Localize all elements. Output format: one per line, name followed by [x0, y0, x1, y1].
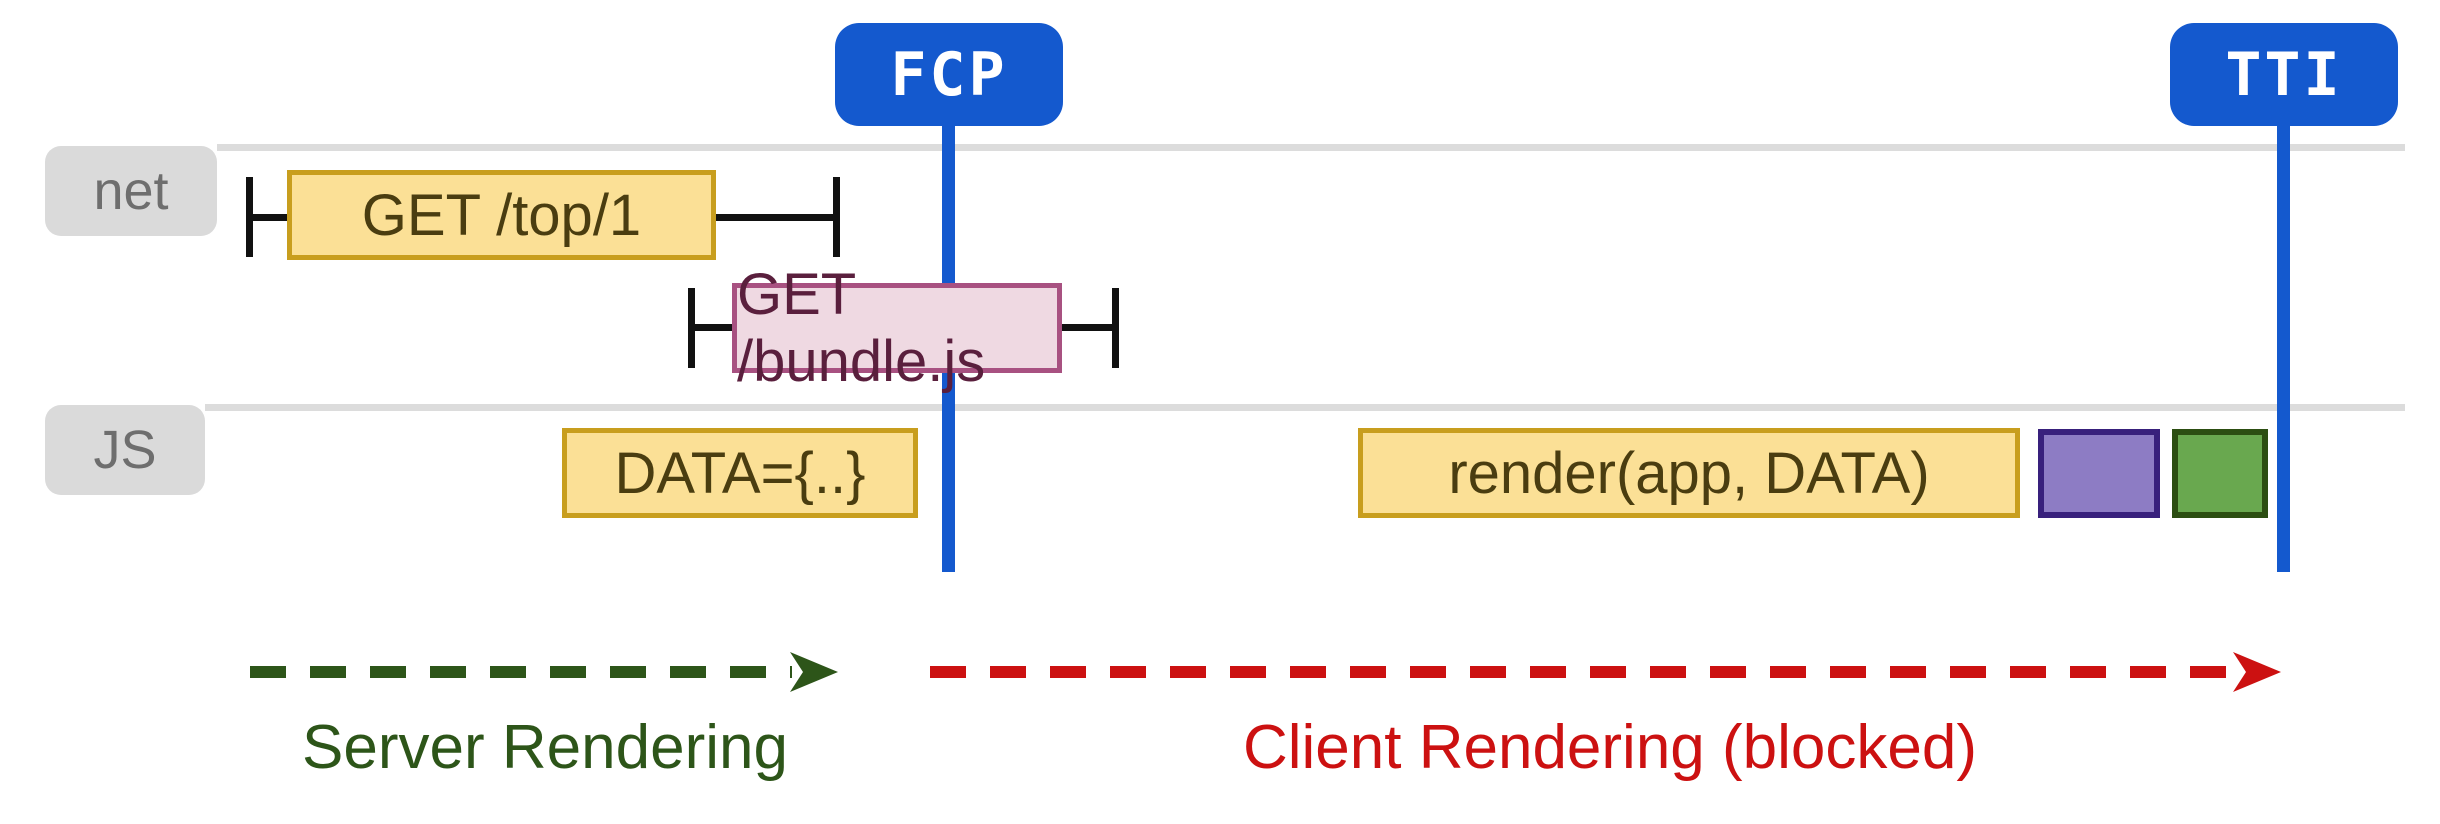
data-task-box: DATA={..} [562, 428, 918, 518]
request2-end-connector [1062, 324, 1112, 331]
client-rendering-label-text: Client Rendering (blocked) [1242, 713, 1978, 782]
request2-start-tick [688, 288, 695, 368]
net-lane-label: net [45, 146, 217, 236]
request1-start-tick [246, 177, 253, 257]
render-task-label: render(app, DATA) [1448, 440, 1930, 506]
tti-marker-line [2277, 125, 2290, 572]
request2-start-connector [695, 324, 732, 331]
server-rendering-label-text: Server Rendering [302, 713, 788, 782]
fcp-badge: FCP [835, 23, 1063, 126]
client-rendering-label: Client Rendering (blocked) [930, 712, 2290, 783]
phase-arrows [250, 652, 2281, 692]
request2-box: GET /bundle.js [732, 262, 1062, 394]
request1-end-tick [833, 177, 840, 257]
net-lane-line [217, 144, 2405, 151]
server-rendering-label: Server Rendering [250, 712, 840, 783]
request1-label: GET /top/1 [361, 182, 642, 248]
js-lane-label: JS [45, 405, 205, 495]
data-task-label: DATA={..} [614, 440, 866, 506]
client-rendering-arrowhead [2233, 652, 2281, 692]
fcp-badge-label: FCP [890, 39, 1008, 110]
tti-badge-label: TTI [2225, 39, 2343, 110]
request2-end-tick [1112, 288, 1119, 368]
green-task-box [2172, 429, 2268, 518]
request1-end-connector [716, 214, 833, 221]
tti-badge: TTI [2170, 23, 2398, 126]
request1-box: GET /top/1 [287, 170, 716, 260]
purple-task-box [2038, 429, 2160, 518]
render-task-box: render(app, DATA) [1358, 428, 2020, 518]
js-lane-line [205, 404, 2405, 411]
request2-label: GET /bundle.js [737, 262, 986, 394]
js-lane-label-text: JS [93, 420, 157, 480]
request1-start-connector [253, 214, 287, 221]
net-lane-label-text: net [93, 161, 169, 221]
server-rendering-arrowhead [790, 652, 838, 692]
